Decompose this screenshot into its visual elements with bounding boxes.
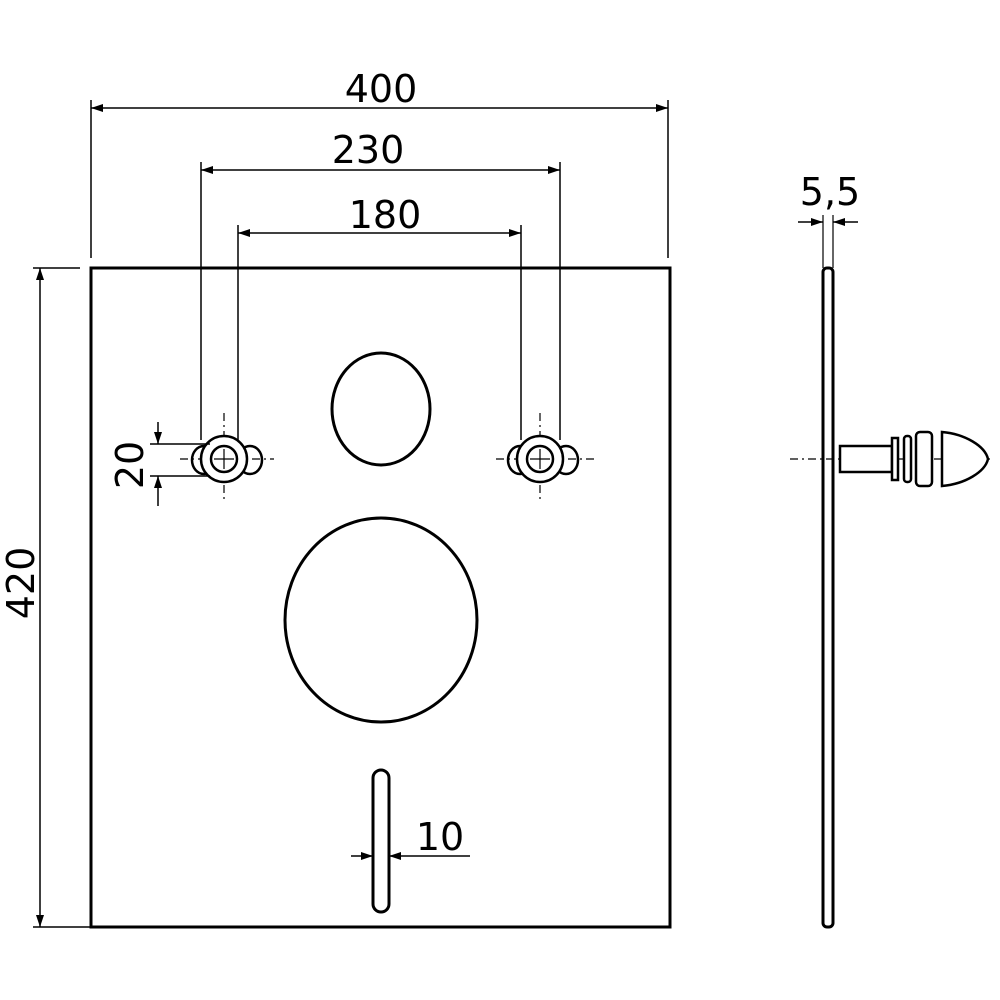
dimension-label-slot-width: 10 bbox=[416, 815, 464, 859]
drain-opening bbox=[283, 516, 479, 724]
plate-side-outline bbox=[821, 266, 835, 929]
plate-front-view bbox=[89, 266, 672, 929]
dimension-hole-diameter: 20 bbox=[108, 422, 210, 506]
dimension-outer-hole-spacing: 230 bbox=[200, 128, 561, 440]
fixing-sleeve bbox=[838, 430, 990, 488]
dimension-label-overall-width: 400 bbox=[345, 67, 418, 111]
left-fixing-hole bbox=[180, 413, 274, 502]
dimension-label-outer-hole-spacing: 230 bbox=[332, 128, 405, 172]
plate-outline bbox=[89, 266, 672, 929]
dimension-label-inner-hole-spacing: 180 bbox=[349, 193, 422, 237]
dimension-label-height: 420 bbox=[0, 547, 43, 620]
dimension-height: 420 bbox=[0, 267, 300, 928]
dimension-label-thickness: 5,5 bbox=[800, 170, 860, 214]
upper-oval-opening bbox=[330, 351, 432, 467]
drain-slot bbox=[371, 768, 391, 914]
plate-side-view: 5,5 bbox=[790, 170, 990, 929]
dimension-overall-width: 400 bbox=[90, 67, 669, 258]
right-fixing-hole bbox=[496, 413, 594, 502]
dimension-slot-width: 10 bbox=[351, 815, 470, 860]
dimension-label-hole-diameter: 20 bbox=[108, 441, 152, 489]
dimension-inner-hole-spacing: 180 bbox=[237, 193, 522, 440]
